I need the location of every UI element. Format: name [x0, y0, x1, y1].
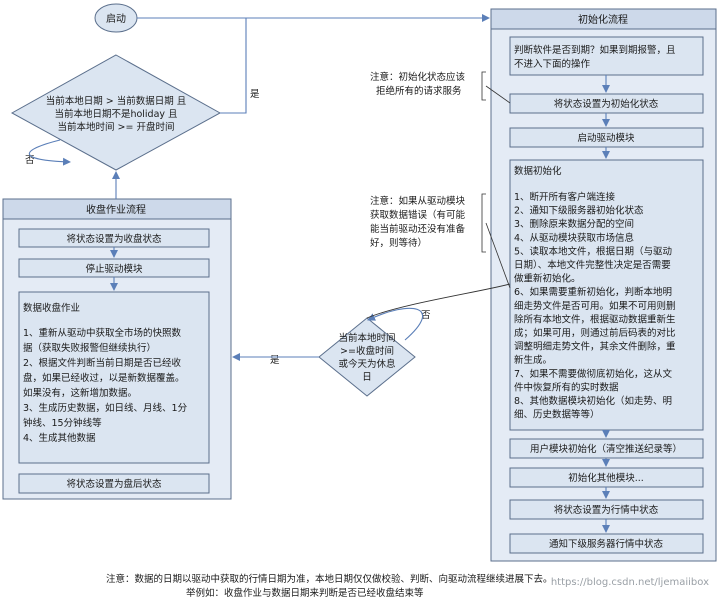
note-driver-error: 注意：如果从驱动模块 获取数据错误（有可能 能当前驱动还没有准备 好，则等待）: [370, 193, 511, 289]
text-line: 细、历史数据等等）: [514, 409, 600, 421]
init-set-init-label: 将状态设置为初始化状态: [554, 98, 659, 110]
close-set-after-label: 将状态设置为盘后状态: [66, 478, 162, 490]
close-step-stop-driver: 停止驱动模块: [18, 258, 210, 278]
text-line: 件中恢复所有的实时数据: [514, 381, 619, 393]
text-line: 4、生成其他数据: [23, 432, 96, 444]
init-step-set-init-state: 将状态设置为初始化状态: [509, 93, 704, 114]
connectors: [28, 14, 610, 533]
close-flow-title: 收盘作业流程: [86, 203, 146, 216]
init-step-notify-trading: 通知下级服务器行情中状态: [509, 533, 704, 554]
start-label: 启动: [106, 12, 126, 25]
decision-main-no-label: 否: [25, 155, 35, 166]
text-line: 除所有本地文件，根据驱动数据重新生: [514, 313, 676, 325]
init-step-user-init: 用户模块初始化（清空推送纪录等）: [509, 438, 704, 459]
decision-main-line-1: 当前本地日期 > 当前数据日期 且: [46, 95, 187, 107]
init-check-line-2: 不进入下面的操作: [514, 58, 591, 70]
note1-line-1: 注意：初始化状态应该: [370, 71, 465, 83]
decision-close-line-4: 日: [362, 372, 372, 383]
init-step-check-expiry: 判断软件是否到期？如果到期报警，且 不进入下面的操作: [509, 36, 704, 76]
text-line: 盘，如果已经收过，以是新数据覆盖。: [23, 372, 185, 384]
note-init-reject: 注意：初始化状态应该 拒绝所有的请求服务: [370, 71, 511, 104]
decision-main-line-3: 当前本地时间 >= 开盘时间: [58, 121, 175, 133]
footer-note-line-1: 注意：数据的日期以驱动中获取的行情日期为准，本地日期仅仅做校验、判断、向驱动流程…: [106, 573, 553, 585]
text-line: 细走势文件是否可用。如果不可用则删: [514, 300, 676, 312]
decision-close-line-3: 或今天为休息: [338, 358, 395, 370]
decision-close-line-2: >=收盘时间: [340, 345, 394, 357]
init-user-label: 用户模块初始化（清空推送纪录等）: [530, 443, 682, 455]
init-set-trading-label: 将状态设置为行情中状态: [554, 504, 659, 516]
text-line: 1、断开所有客户端连接: [514, 191, 616, 203]
close-step-set-after: 将状态设置为盘后状态: [18, 473, 210, 494]
connector-decision-yes-to-init: [220, 18, 247, 114]
close-stop-driver-label: 停止驱动模块: [85, 263, 143, 275]
connector-decision-no-loop: [28, 139, 71, 166]
text-line: 5、读取本地文件，根据日期（与驱动: [514, 245, 672, 257]
text-line: 日期）、本地文件完整性决定是否需要: [514, 259, 671, 271]
close-job-box: 数据收盘作业 1、重新从驱动中获取全市场的快照数据（获取失败报警但继续执行） 2、…: [18, 291, 210, 464]
note2-line-1: 注意：如果从驱动模块: [370, 195, 466, 207]
text-line: 4、从驱动模块获取市场信息: [514, 232, 634, 244]
init-other-label: 初始化其他模块...: [568, 472, 644, 484]
data-init-title: 数据初始化: [514, 165, 562, 177]
text-line: 如果没有，这新增加数据。: [23, 387, 137, 399]
text-line: 2、通知下级服务器初始化状态: [514, 205, 644, 217]
text-line: 成；如果可用，则通过前后码表的对比: [514, 327, 676, 339]
close-job-lines: 1、重新从驱动中获取全市场的快照数据（获取失败报警但继续执行） 2、根据文件判断当…: [23, 327, 188, 444]
init-start-driver-label: 启动驱动模块: [577, 132, 635, 144]
text-line: 1、重新从驱动中获取全市场的快照数: [23, 327, 182, 339]
text-line: 3、生成历史数据，如日线、月线、1分: [23, 402, 188, 414]
text-line: 新生成。: [514, 354, 552, 366]
text-line: 7、如果不需要做彻底初始化，这从文: [514, 368, 673, 380]
close-job-title: 数据收盘作业: [23, 302, 80, 314]
text-line: 据（获取失败报警但继续执行）: [23, 342, 156, 354]
init-flow-title: 初始化流程: [578, 13, 628, 26]
init-step-set-trading: 将状态设置为行情中状态: [509, 499, 704, 520]
connector-trading-to-close-decision: [366, 283, 511, 319]
decision-close-line-1: 当前本地时间: [338, 332, 395, 344]
text-line: 钟线、15分钟线等: [23, 417, 102, 429]
note2-line-4: 好，则等待）: [370, 237, 427, 249]
footer-note-line-2: 举例如：收盘作业与数据日期来判断是否已经收盘结束等: [186, 587, 424, 599]
decision-close-no-label: 否: [421, 310, 431, 321]
decision-close-yes-label: 是: [270, 355, 280, 366]
note2-line-2: 获取数据错误（有可能: [370, 209, 466, 221]
init-step-other-init: 初始化其他模块...: [509, 467, 704, 488]
text-line: 8、其他数据模块初始化（如走势、明: [514, 395, 672, 407]
decision-main-yes-label: 是: [250, 89, 260, 100]
text-line: 做重新初始化。: [514, 273, 581, 285]
text-line: 2、根据文件判断当前日期是否已经收: [23, 357, 182, 369]
text-line: 3、删除原来数据分配的空间: [514, 218, 634, 230]
init-notify-label: 通知下级服务器行情中状态: [549, 538, 664, 550]
text-line: 6、如果需要重新初始化，判断本地明: [514, 286, 672, 298]
note1-line-2: 拒绝所有的请求服务: [376, 85, 462, 97]
close-step-set-closing: 将状态设置为收盘状态: [18, 228, 210, 248]
watermark: https://blog.csdn.net/ljemaiibox: [551, 577, 709, 588]
close-set-closing-label: 将状态设置为收盘状态: [66, 233, 162, 245]
decision-market-open: 当前本地日期 > 当前数据日期 且 当前本地日期不是holiday 且 当前本地…: [10, 54, 222, 171]
start-node: 启动: [94, 3, 138, 33]
init-check-line-1: 判断软件是否到期？如果到期报警，且: [514, 44, 676, 56]
connector-close-decision-no-loop: [367, 307, 424, 341]
decision-market-close: 当前本地时间 >=收盘时间 或今天为休息 日: [318, 317, 416, 397]
note2-line-3: 能当前驱动还没有准备: [370, 223, 466, 235]
init-step-start-driver: 启动驱动模块: [509, 127, 704, 148]
text-line: 调整明细走势文件，其余文件删除，重: [514, 341, 676, 353]
decision-main-line-2: 当前本地日期不是holiday 且: [54, 108, 177, 120]
